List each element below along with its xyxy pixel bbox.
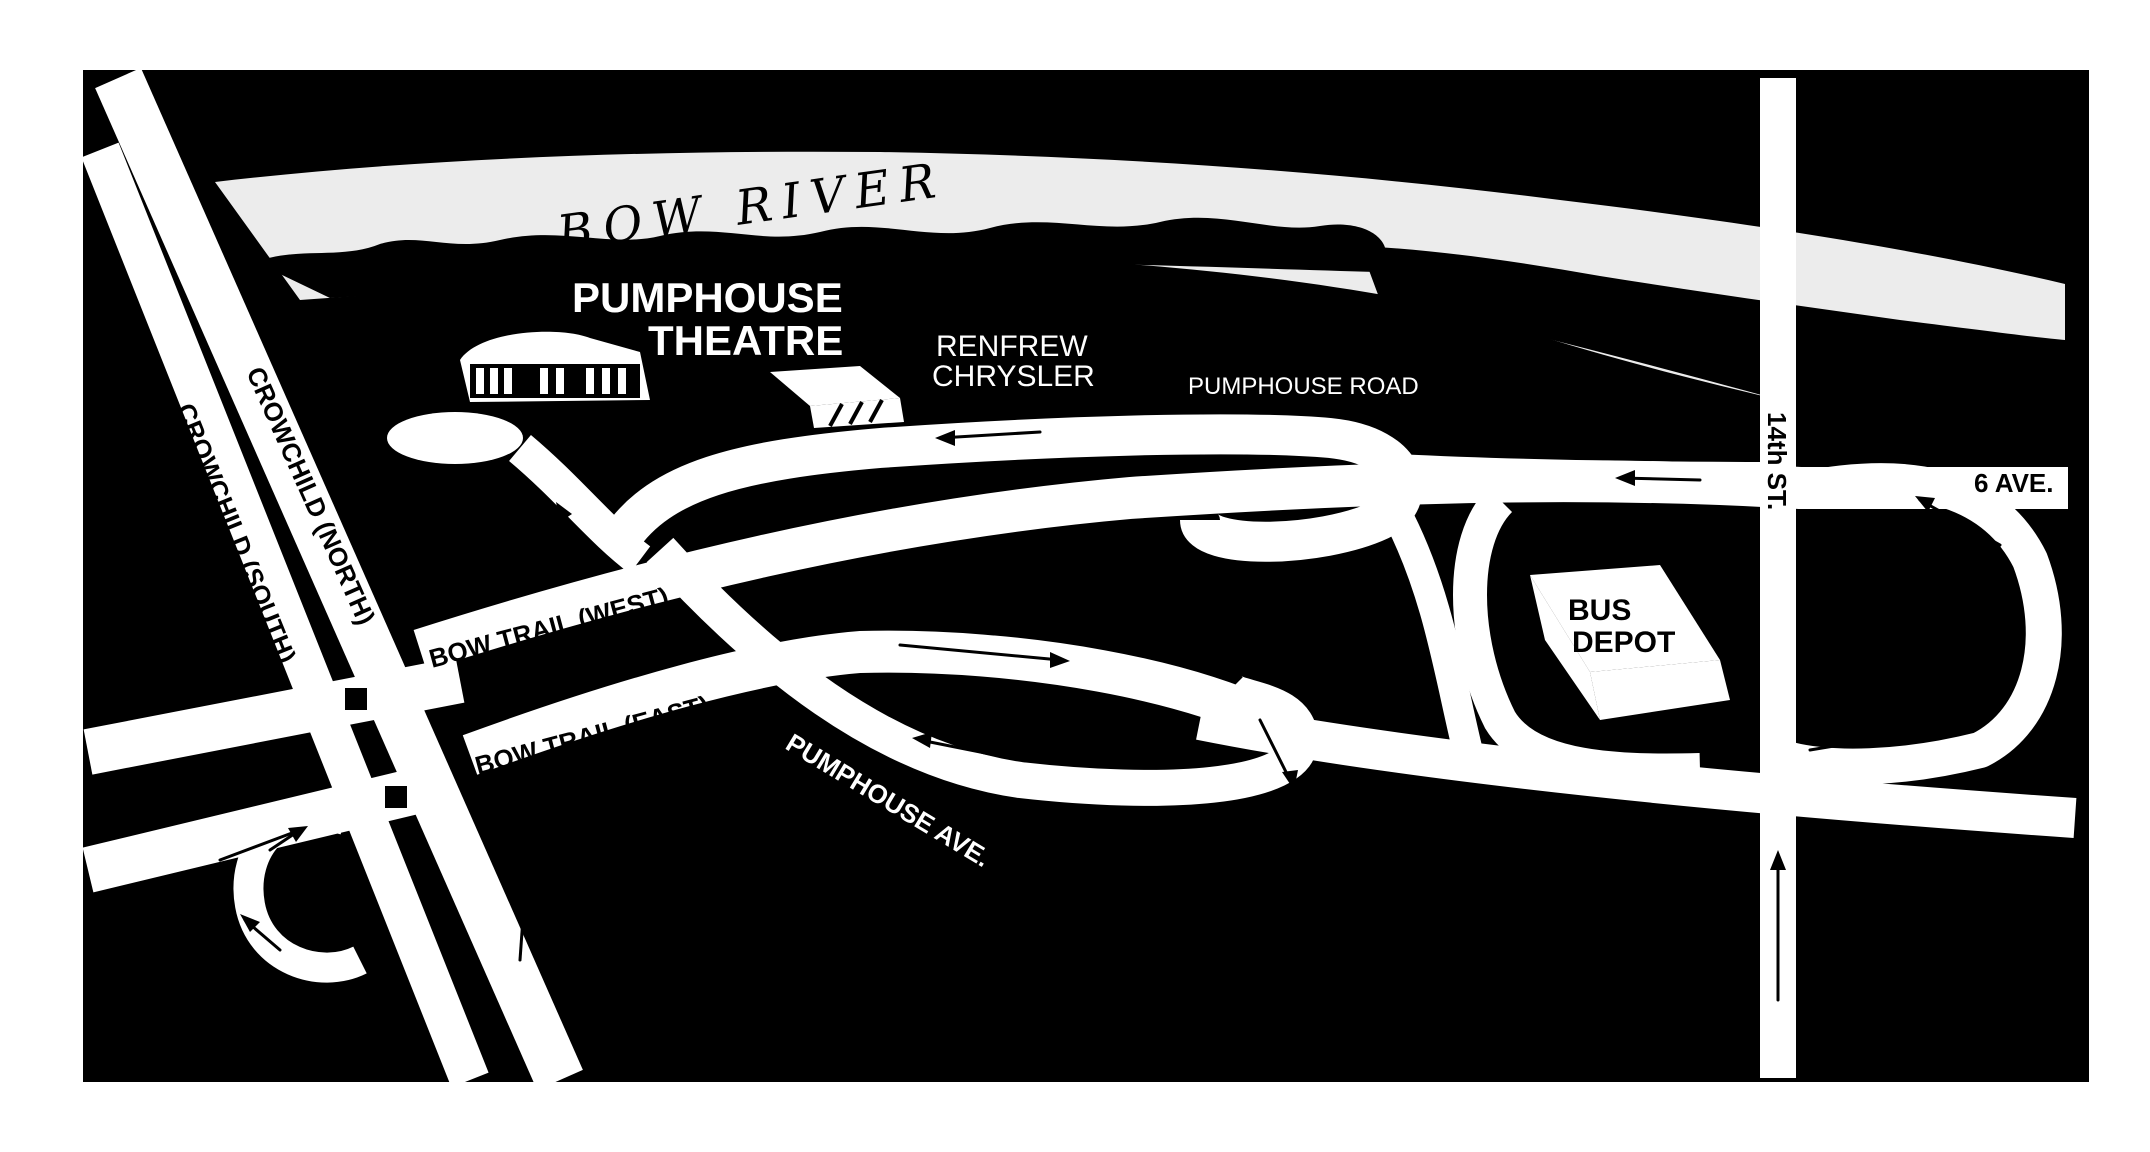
bus-depot-label-2: DEPOT [1572, 626, 1675, 659]
riverbank-right [1360, 246, 2065, 420]
traffic-arrows [218, 420, 2002, 1002]
bow-trail-east-road [462, 630, 1301, 775]
theatre-cul-de-sac [387, 412, 523, 464]
pumphouse-theatre-label-2: THEATRE [648, 317, 843, 364]
bus-depot-building [1530, 565, 1730, 720]
crowchild-south-road [81, 142, 489, 1088]
overpass-block-2 [385, 786, 407, 808]
renfrew-chrysler-label-1: RENFREW [936, 330, 1088, 363]
bus-depot-loop-road-2 [1386, 513, 1485, 764]
overpass-block-1 [345, 688, 367, 710]
bus-depot-loop-road [1453, 487, 1701, 788]
fourteenth-st-label: 14th ST. [1762, 412, 1792, 510]
fourteenth-connector-road [1358, 452, 1781, 498]
pumphouse-theatre-building [460, 331, 650, 402]
crowchild-north-road [95, 67, 583, 1091]
pumphouse-road-label: PUMPHOUSE ROAD [1188, 373, 1419, 400]
pumphouse-theatre-label-1: PUMPHOUSE [572, 274, 843, 321]
crowchild-cloverleaf-road [233, 800, 367, 983]
west-connector-road [83, 657, 465, 775]
renfrew-chrysler-label-2: CHRYSLER [932, 360, 1095, 393]
sixth-ave-label: 6 AVE. [1974, 468, 2053, 498]
tree-line [255, 217, 1387, 298]
renfrew-chrysler-building [770, 366, 904, 428]
theatre-access-road [509, 434, 651, 574]
bus-depot-label-1: BUS [1568, 594, 1631, 627]
pumphouse-road [603, 414, 1423, 562]
sixth-ave-loop-road [1785, 463, 2062, 785]
